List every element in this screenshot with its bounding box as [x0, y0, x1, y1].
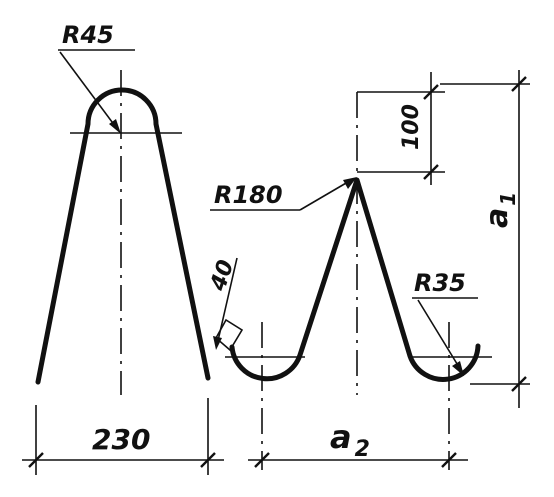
r180-leader — [210, 177, 357, 211]
left-hairpin — [35, 70, 211, 395]
dim-a1-label: a1 — [480, 192, 520, 228]
r45-label: R45 — [62, 21, 114, 49]
dim-40 — [213, 257, 238, 350]
r180-label: R180 — [214, 181, 283, 209]
dim-40-label: 40 — [206, 257, 240, 295]
dim-100 — [357, 72, 445, 185]
dim-a2 — [248, 452, 468, 468]
svg-text:a1: a1 — [480, 192, 520, 228]
r35-leader — [412, 297, 478, 376]
end-bend-marker — [214, 318, 244, 352]
dim-100-label: 100 — [399, 104, 424, 150]
dim-230-label: 230 — [92, 423, 150, 456]
r45-leader — [58, 49, 135, 134]
dim-a1 — [440, 70, 530, 408]
dim-230 — [22, 398, 224, 475]
r35-label: R35 — [414, 269, 466, 297]
